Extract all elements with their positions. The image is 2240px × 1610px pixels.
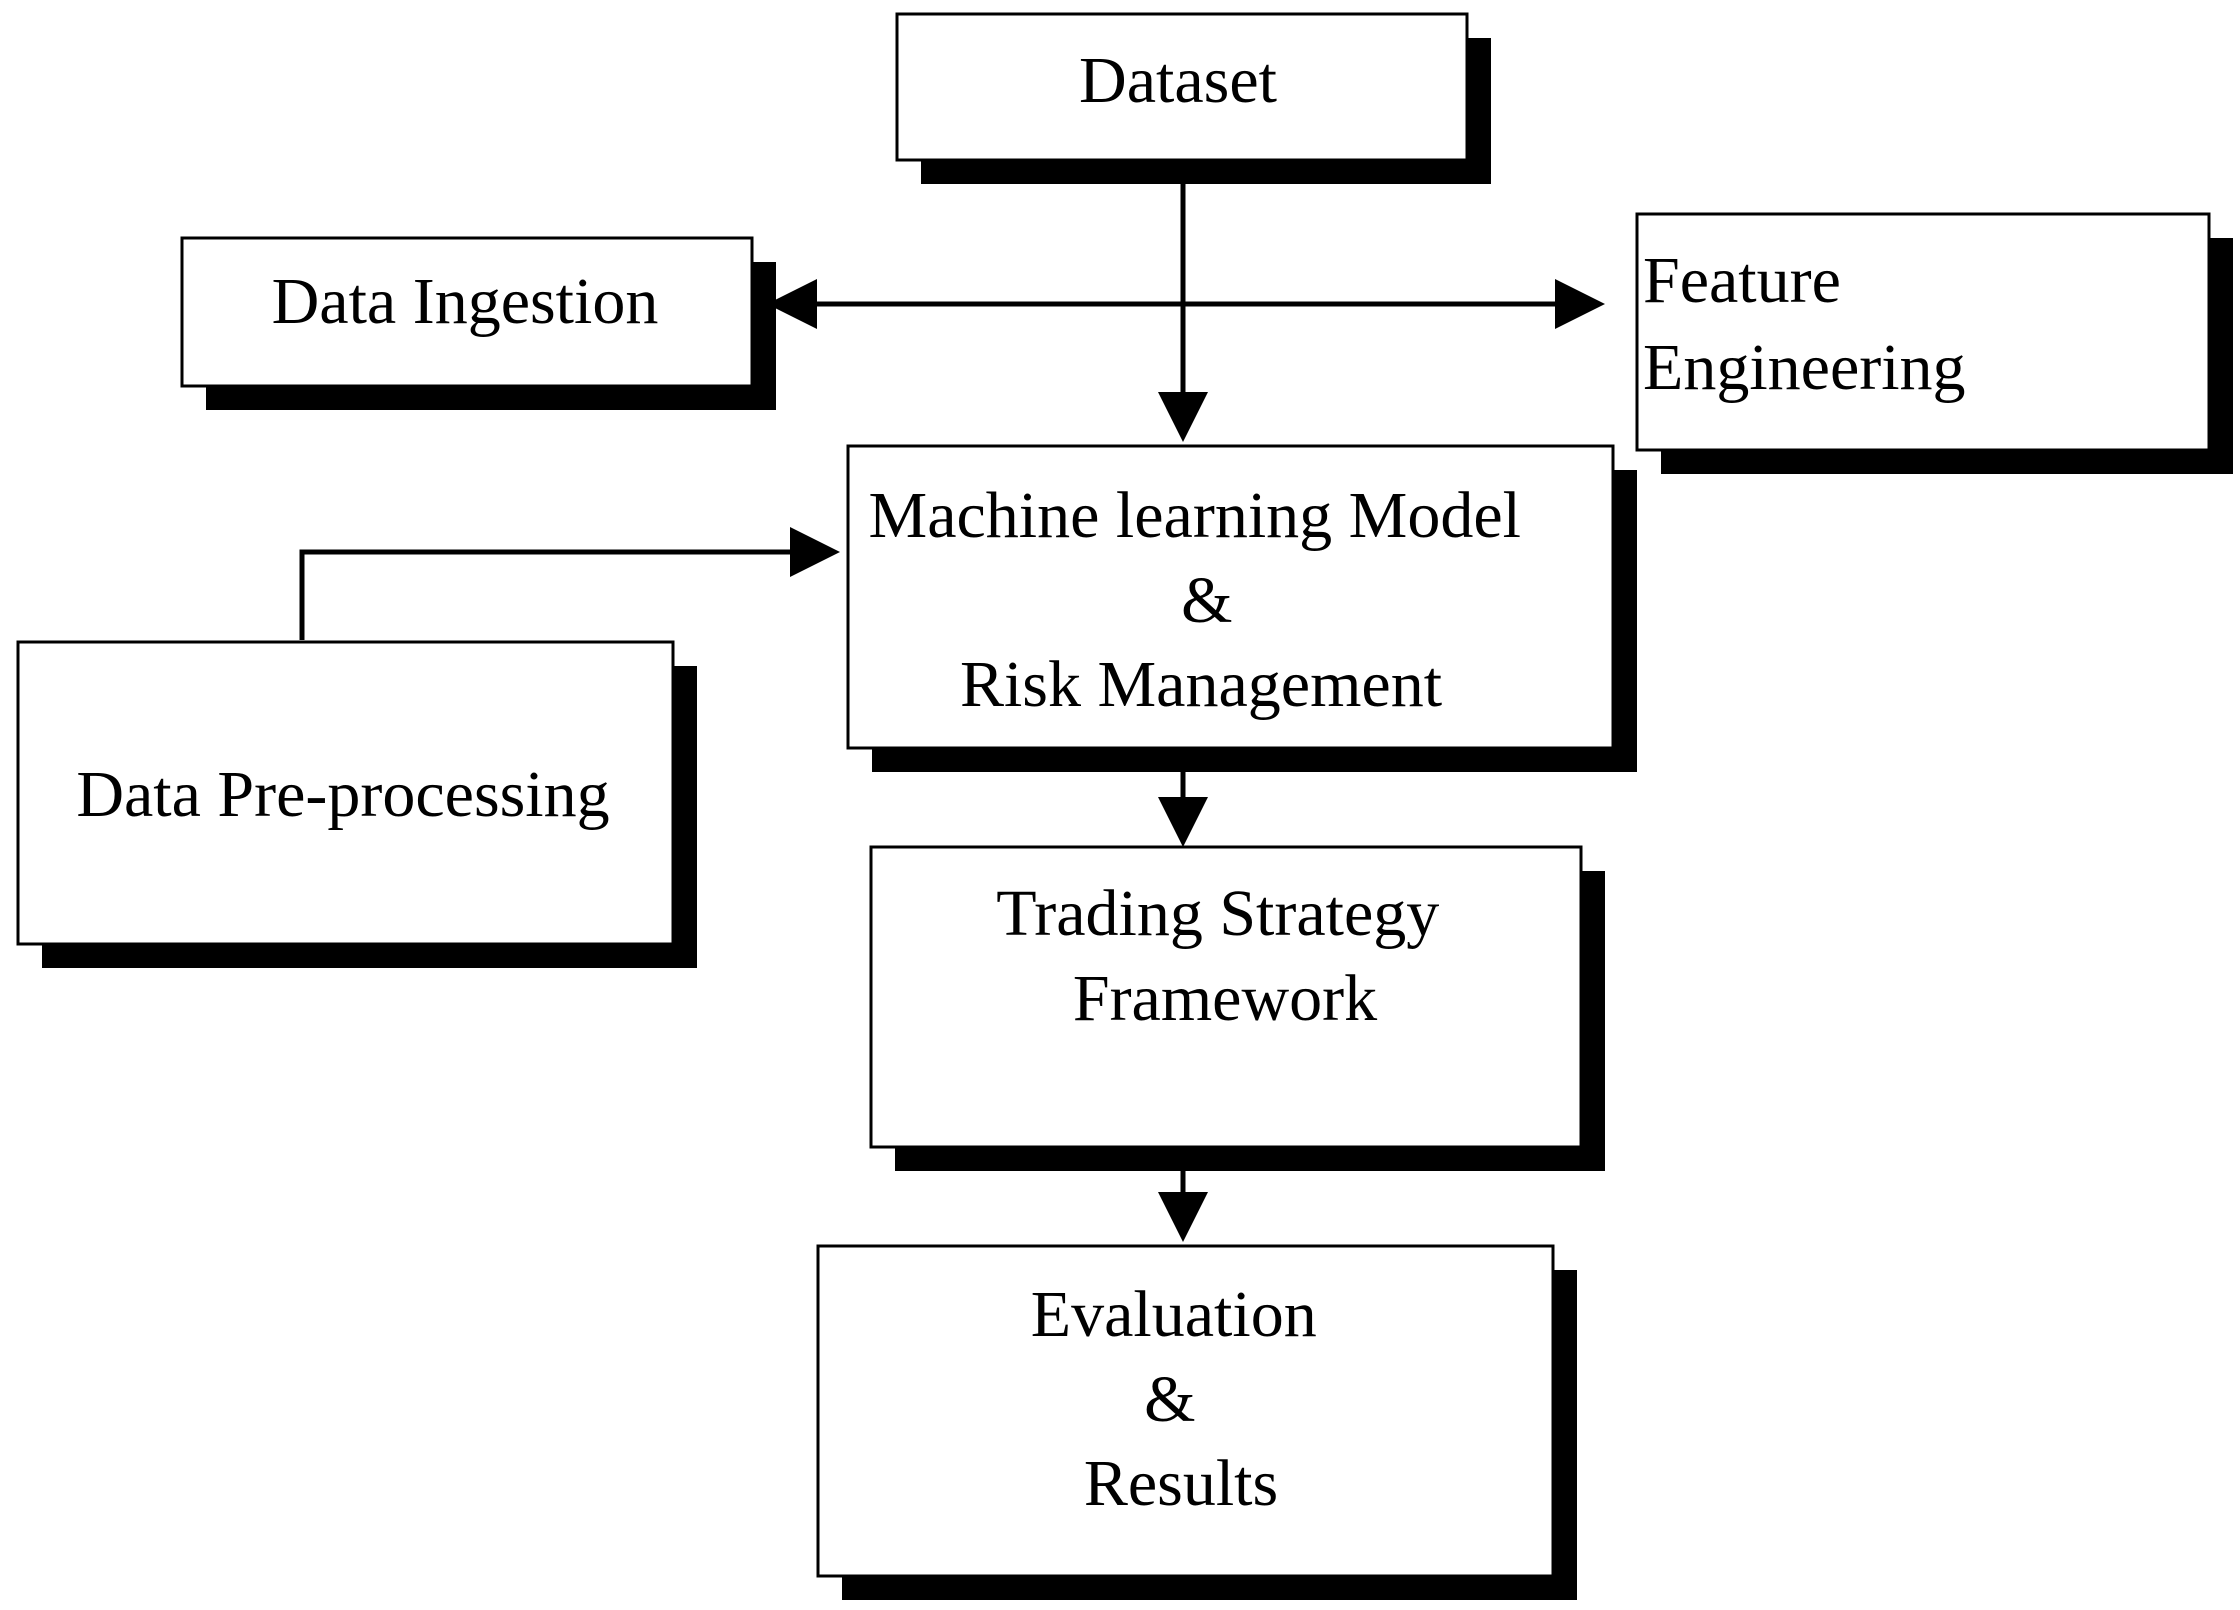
node-data-ingestion-line: Data Ingestion [272,265,659,338]
node-ml-model-label: Machine learning Model & Risk Management [869,479,1538,721]
node-evaluation-line-3: Results [1084,1447,1278,1520]
node-evaluation-line-1: Evaluation [1031,1278,1317,1351]
node-feature-engineering-line-2: Engineering [1643,331,1966,404]
node-trading-strategy: Trading Strategy Framework [869,845,1605,1171]
node-data-preprocessing-label: Data Pre-processing [76,758,609,831]
node-data-preprocessing-line: Data Pre-processing [76,758,609,831]
node-dataset-box [895,12,1469,162]
node-data-preprocessing-box [16,640,675,946]
node-dataset-line: Dataset [1079,44,1277,117]
node-data-ingestion: Data Ingestion [180,236,776,410]
node-evaluation-line-2: & [1144,1363,1195,1436]
node-dataset-label: Dataset [1079,44,1277,117]
node-trading-strategy-label: Trading Strategy Framework [996,877,1456,1035]
node-data-ingestion-label: Data Ingestion [272,265,659,338]
node-ml-model-line-1: Machine learning Model [869,479,1521,552]
node-data-ingestion-box [180,236,754,388]
node-evaluation: Evaluation & Results [816,1244,1577,1600]
node-ml-model: Machine learning Model & Risk Management [846,444,1637,772]
node-trading-strategy-line-1: Trading Strategy [996,877,1439,950]
node-evaluation-label: Evaluation & Results [1031,1278,1333,1520]
node-ml-model-box [846,444,1615,750]
node-evaluation-box [816,1244,1555,1578]
node-data-preprocessing: Data Pre-processing [16,640,697,968]
node-feature-engineering-label: Feature Engineering [1643,244,1966,404]
node-feature-engineering: Feature Engineering [1635,212,2233,474]
arrow-preprocessing-to-ml-model [299,527,840,640]
node-dataset: Dataset [895,12,1491,184]
node-ml-model-line-2: & [1181,564,1232,637]
node-ml-model-line-3: Risk Management [960,648,1442,721]
node-feature-engineering-box [1635,212,2211,452]
node-feature-engineering-line-1: Feature [1643,244,1841,317]
node-trading-strategy-line-2: Framework [1073,962,1377,1035]
node-trading-strategy-box [869,845,1583,1149]
